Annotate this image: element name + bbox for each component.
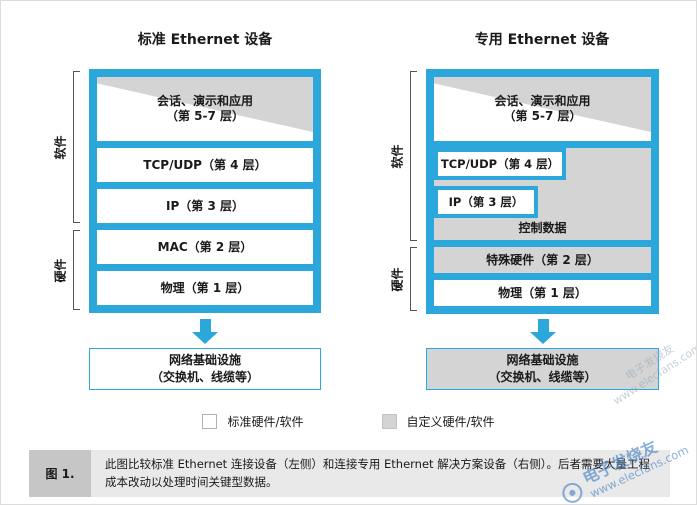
layer-app-line2: （第 5-7 层） — [165, 109, 245, 123]
legend-entry-standard: 标准硬件/软件 — [202, 413, 304, 430]
layer-app-line2: （第 5-7 层） — [503, 109, 582, 123]
legend: 标准硬件/软件 自定义硬件/软件 — [1, 413, 696, 430]
layer-phy-dedicated: 物理（第 1 层） — [434, 280, 651, 306]
software-label-right: 软件 — [390, 143, 405, 169]
down-arrow-icon — [530, 319, 556, 344]
figure-caption-bar: 图 1. 此图比较标准 Ethernet 连接设备（左侧）和连接专用 Ether… — [29, 450, 670, 497]
layer-special-hw-dedicated: 特殊硬件（第 2 层） — [434, 247, 651, 273]
hardware-bracket-right — [410, 247, 417, 311]
standard-swatch-icon — [202, 414, 218, 429]
layer-ip-dedicated: IP（第 3 层） — [434, 186, 538, 218]
hardware-label-left: 硬件 — [53, 257, 68, 283]
software-bracket-right — [410, 71, 417, 241]
dedicated-ethernet-stack: 会话、演示和应用 （第 5-7 层） TCP/UDP（第 4 层） IP（第 3… — [426, 69, 659, 314]
layer-app-dedicated: 会话、演示和应用 （第 5-7 层） — [434, 77, 651, 141]
layer-app-line1: 会话、演示和应用 — [156, 94, 253, 108]
network-infrastructure-box-dedicated: 网络基础设施 （交换机、线缆等） — [426, 348, 659, 390]
right-device-title: 专用 Ethernet 设备 — [474, 32, 610, 48]
software-bracket-left — [73, 71, 80, 223]
hardware-bracket-left — [73, 230, 80, 310]
layer-phy-standard: 物理（第 1 层） — [97, 271, 313, 305]
layer-app-standard: 会话、演示和应用 （第 5-7 层） — [97, 77, 313, 141]
down-arrow-icon — [192, 319, 218, 344]
legend-entry-custom: 自定义硬件/软件 — [381, 413, 495, 430]
standard-ethernet-stack: 会话、演示和应用 （第 5-7 层） TCP/UDP（第 4 层） IP（第 3… — [89, 69, 321, 313]
layer-ip-standard: IP（第 3 层） — [97, 189, 313, 223]
layer-tcp-dedicated: TCP/UDP（第 4 层） — [434, 148, 566, 180]
layer-tcp-standard: TCP/UDP（第 4 层） — [97, 148, 313, 182]
legend-custom-label: 自定义硬件/软件 — [406, 415, 495, 429]
figure-caption-text: 此图比较标准 Ethernet 连接设备（左侧）和连接专用 Ethernet 解… — [105, 456, 650, 489]
figure-number-label: 图 1. — [29, 450, 91, 497]
left-device-title: 标准 Ethernet 设备 — [137, 32, 273, 48]
custom-software-region: TCP/UDP（第 4 层） IP（第 3 层） 控制数据 — [434, 148, 651, 240]
layer-app-line1: 会话、演示和应用 — [494, 94, 591, 108]
software-label-left: 软件 — [53, 134, 68, 160]
layer-mac-standard: MAC（第 2 层） — [97, 230, 313, 264]
network-infrastructure-box-standard: 网络基础设施 （交换机、线缆等） — [89, 348, 321, 390]
custom-swatch-icon — [381, 414, 397, 429]
hardware-label-right: 硬件 — [390, 266, 405, 292]
legend-standard-label: 标准硬件/软件 — [227, 415, 304, 429]
control-data-label: 控制数据 — [518, 221, 567, 235]
